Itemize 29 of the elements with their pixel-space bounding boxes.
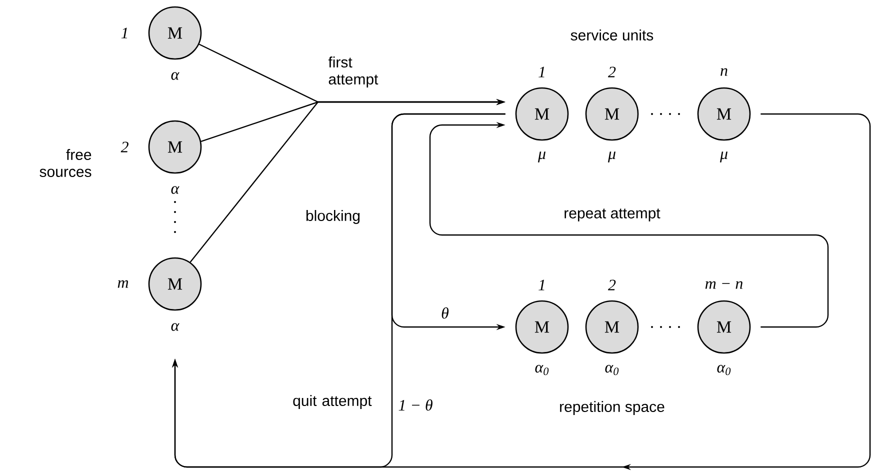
arrow	[429, 122, 829, 328]
rate-label: α$_{0}$	[535, 364, 549, 376]
node-index: m − n	[705, 281, 743, 289]
rate-label: μ	[720, 152, 728, 162]
group-label: blocking	[306, 210, 360, 224]
rate-label: α	[171, 72, 180, 80]
node-index: 1	[538, 280, 544, 290]
group-label: free sources	[40, 149, 92, 177]
edge-label: θ	[442, 307, 449, 319]
rate-label: α$_{0}$	[717, 364, 731, 376]
group-label: quit attempt	[293, 395, 372, 409]
node-index: 2	[608, 280, 616, 290]
group-label: service units	[570, 30, 654, 40]
node-index: m	[118, 280, 128, 288]
group-label: repeat attempt	[564, 208, 660, 222]
node-index: 2	[120, 142, 128, 152]
group-label: repetition space	[560, 401, 664, 415]
rate-label: α$_{0}$	[605, 364, 619, 376]
edge-label: first attempt	[328, 56, 378, 88]
rate-label: μ	[608, 152, 616, 162]
node-index: n	[720, 68, 728, 76]
arrow	[172, 113, 871, 470]
rate-label: μ	[538, 152, 546, 162]
node-index: 1	[538, 66, 544, 78]
node-index: 2	[608, 66, 616, 78]
edge-label: 1 − θ	[398, 399, 432, 411]
rate-label: α	[171, 323, 180, 331]
node-index: 1	[121, 28, 128, 38]
rate-label: α	[171, 186, 180, 194]
